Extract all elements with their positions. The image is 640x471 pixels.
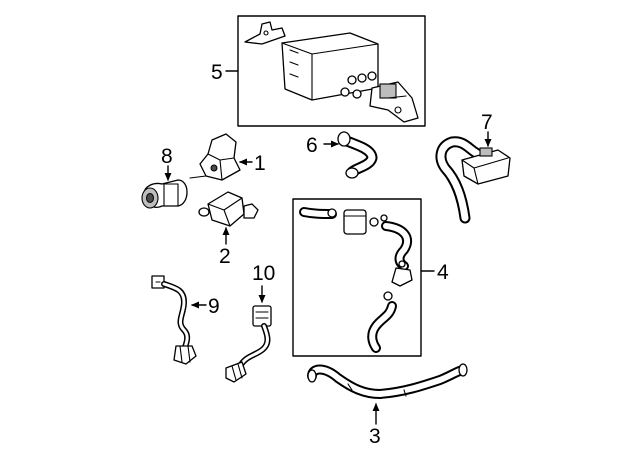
sensor-10-body xyxy=(225,361,247,383)
callout-10: 10 xyxy=(252,262,275,285)
bracket-body xyxy=(199,133,241,181)
valve-2 xyxy=(198,191,259,245)
callout-4: 4 xyxy=(437,261,449,284)
filter-7 xyxy=(435,131,511,224)
sensor-10-connector xyxy=(252,305,272,327)
callout-7: 7 xyxy=(481,111,493,134)
inline-filter xyxy=(343,209,367,235)
callout-8: 8 xyxy=(161,145,173,168)
filter-body xyxy=(461,149,511,185)
check-valve xyxy=(391,267,413,287)
hose-group-box xyxy=(292,198,422,357)
canister-body xyxy=(281,32,379,101)
canister-bracket xyxy=(244,21,286,45)
hose-group xyxy=(292,198,435,357)
sensor-9-body xyxy=(173,345,197,365)
callout-6: 6 xyxy=(306,134,318,157)
callout-5: 5 xyxy=(211,61,223,84)
callout-2: 2 xyxy=(219,245,231,268)
callout-1: 1 xyxy=(254,152,266,175)
callout-3: 3 xyxy=(369,425,381,448)
sensor-8 xyxy=(141,165,188,209)
hose-3 xyxy=(307,363,468,425)
hose-6 xyxy=(323,131,378,179)
sensor-10 xyxy=(225,285,272,383)
bracket-1 xyxy=(189,133,253,181)
sensor-9 xyxy=(151,275,207,365)
callout-9: 9 xyxy=(208,295,220,318)
canister-group xyxy=(225,15,426,127)
